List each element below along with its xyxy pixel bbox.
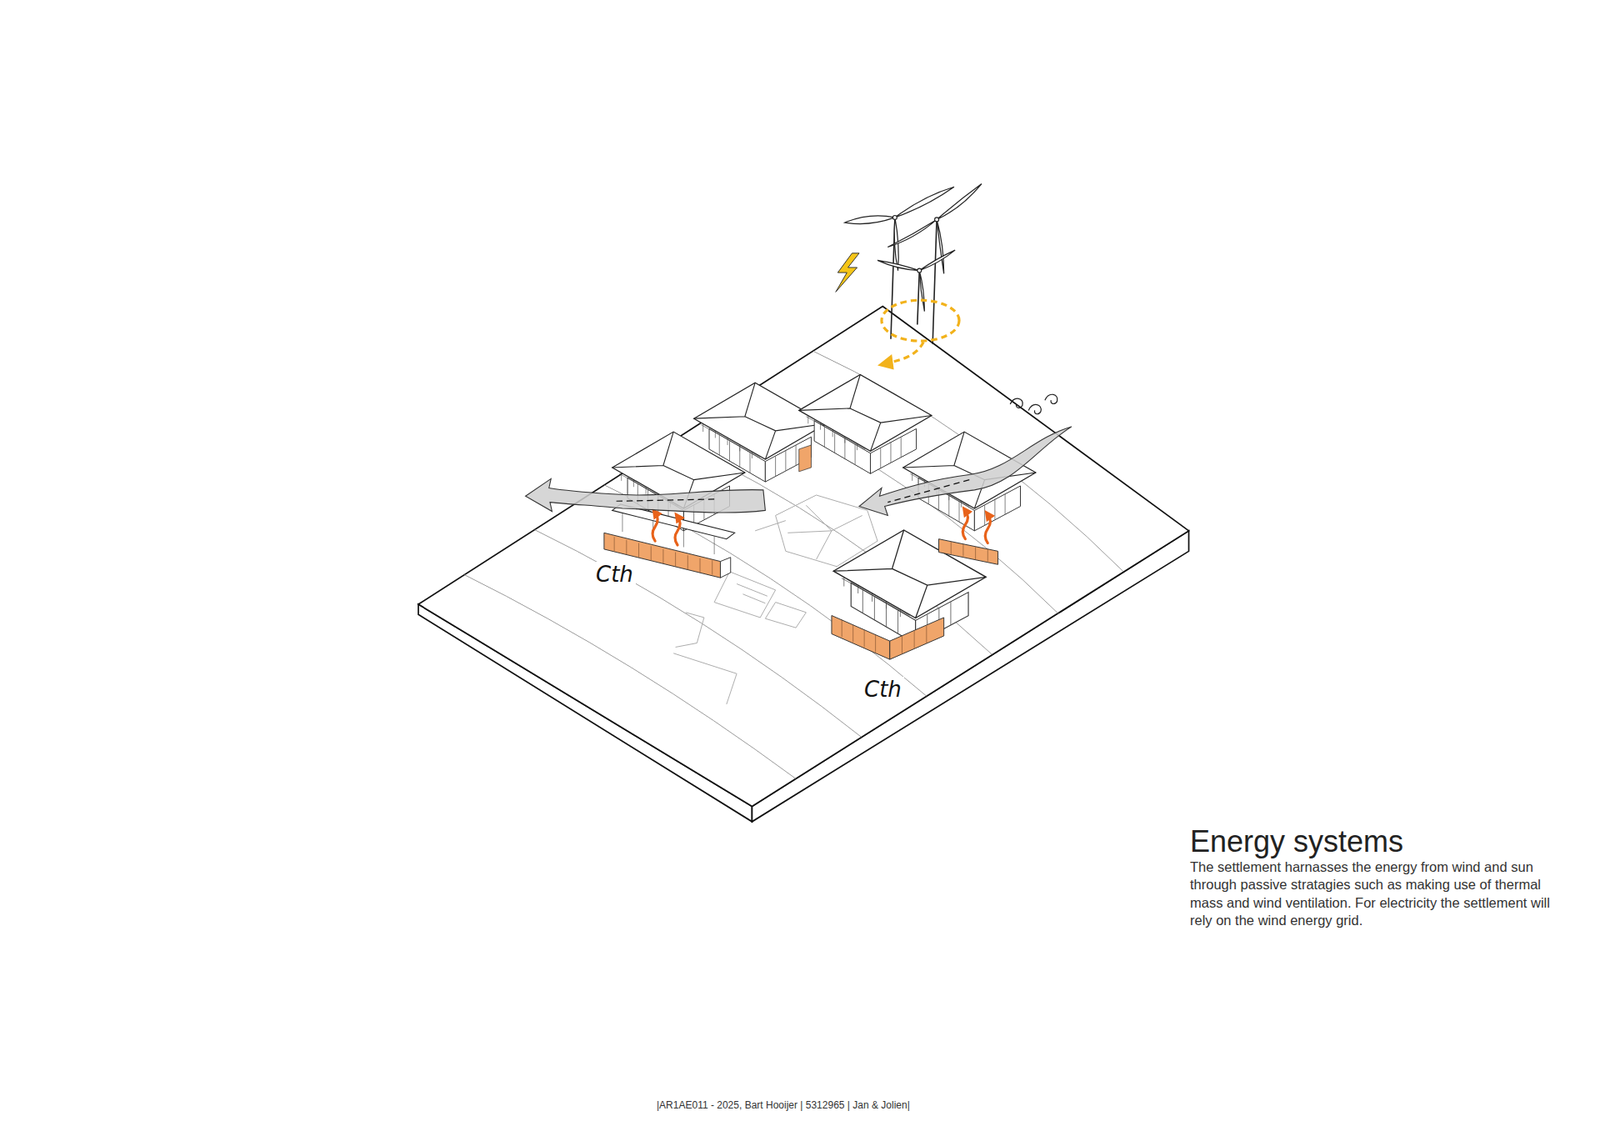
heat-arrows-part	[652, 512, 658, 541]
power-link-part	[835, 253, 860, 293]
wind-turbines-part	[890, 217, 937, 345]
label-wrap: Cth	[861, 676, 905, 702]
power-link-part	[881, 300, 960, 341]
power-link	[835, 253, 960, 370]
contour-lines-part	[535, 530, 862, 738]
buildings-part	[720, 557, 730, 578]
plaza-sketch-part	[765, 602, 806, 629]
footer-credit: |AR1AE011 - 2025, Bart Hooijer | 5312965…	[656, 1099, 910, 1111]
wind-arrows	[525, 394, 1072, 515]
plaza-sketch-part	[787, 505, 862, 560]
diagram-caption-wrap: The settlement harnasses the energy from…	[1190, 858, 1557, 930]
buildings-part	[841, 619, 927, 653]
buildings-part	[950, 541, 988, 561]
heat-arrows-part	[985, 514, 990, 543]
label-wrap: Cth	[593, 561, 636, 587]
terrain-block-part	[418, 305, 1189, 806]
wind-arrows-part	[859, 426, 1072, 516]
contour-lines	[464, 350, 1124, 779]
diagram-title: Energy systems	[1190, 825, 1404, 859]
wind-turbines-part	[936, 184, 982, 220]
heat-arrows-part	[675, 516, 680, 545]
buildings	[604, 375, 1036, 660]
wind-turbines-part	[936, 219, 945, 274]
heat-arrows-part	[962, 510, 968, 539]
wind-turbines-part	[919, 250, 955, 270]
wind-turbines-part	[877, 260, 920, 270]
wind-arrows-part	[612, 480, 970, 503]
wind-turbines-part	[935, 217, 940, 222]
buildings-part	[831, 615, 890, 660]
buildings-part	[799, 445, 812, 472]
power-link-part	[890, 341, 924, 362]
plaza-sketch-part	[673, 612, 737, 705]
wind-turbines-part	[845, 215, 895, 225]
thermal-mass-label: Cth	[861, 676, 905, 702]
contour-lines-part	[464, 575, 796, 780]
buildings-part	[890, 617, 945, 660]
plaza-sketch-part	[714, 571, 775, 618]
wind-turbines-part	[919, 270, 925, 312]
label-wrap: |AR1AE011 - 2025, Bart Hooijer | 5312965…	[656, 1099, 910, 1111]
thermal-mass-label: Cth	[593, 561, 636, 587]
wind-arrows-part	[525, 478, 766, 513]
heat-arrows	[652, 510, 990, 545]
diagram-title-wrap: Energy systems	[1190, 825, 1404, 859]
buildings-part	[939, 539, 999, 565]
buildings-part	[799, 375, 932, 475]
diagram-caption: The settlement harnasses the energy from…	[1190, 858, 1557, 930]
wind-turbines	[845, 184, 982, 345]
power-link-part	[877, 354, 895, 370]
wind-turbines-part	[892, 215, 897, 220]
wind-turbines-part	[917, 268, 922, 273]
wind-turbines-part	[887, 219, 937, 247]
terrain-block	[418, 305, 1189, 821]
wind-arrows-part	[1010, 394, 1058, 414]
